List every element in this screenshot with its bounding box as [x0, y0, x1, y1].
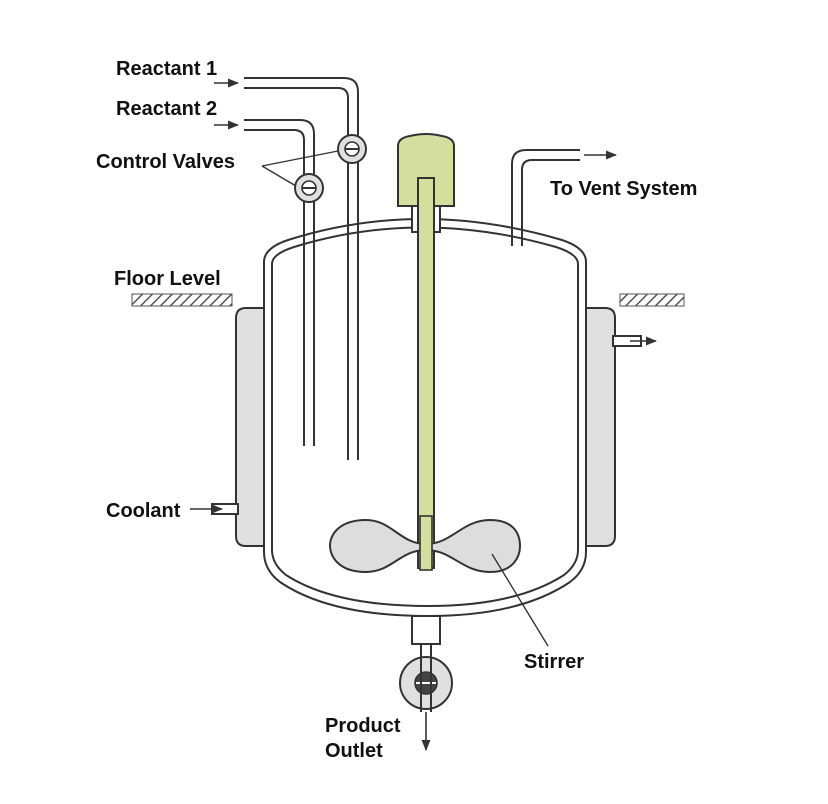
- vent-pipe-inner: [521, 159, 580, 246]
- label-reactant-2: Reactant 2: [116, 98, 217, 120]
- stirrer-leader: [491, 553, 549, 647]
- label-stirrer: Stirrer: [524, 651, 584, 673]
- reactant2-pipe-outer: [244, 119, 315, 446]
- product-outlet-neck: [411, 615, 441, 645]
- cooling-jacket-left: [235, 307, 267, 547]
- label-reactant-1: Reactant 1: [116, 58, 217, 80]
- product-outlet-valve[interactable]: [399, 656, 453, 710]
- reactant1-pipe-inner: [244, 87, 349, 460]
- label-product-outlet-line2: Outlet: [325, 740, 383, 762]
- reactant2-pipe-inner: [244, 129, 305, 446]
- label-coolant: Coolant: [106, 500, 181, 522]
- cooling-jacket-right: [584, 307, 616, 547]
- control-valves-leader-2: [261, 165, 297, 187]
- vent-pipe-outer: [511, 149, 580, 246]
- control-valve-reactant2[interactable]: [294, 173, 324, 203]
- reactant1-pipe-outer: [244, 77, 359, 460]
- floor-level-left: [131, 293, 233, 307]
- control-valve-reactant1[interactable]: [337, 134, 367, 164]
- label-to-vent-system: To Vent System: [550, 178, 697, 200]
- label-control-valves: Control Valves: [96, 151, 235, 173]
- label-product-outlet-line1: Product: [325, 715, 401, 737]
- control-valves-leader-1: [261, 150, 339, 167]
- stirrer-motor[interactable]: [397, 133, 455, 207]
- floor-level-right: [619, 293, 685, 307]
- impeller-hub: [419, 515, 433, 571]
- label-floor-level: Floor Level: [114, 268, 221, 290]
- stirrer-shaft: [417, 177, 435, 569]
